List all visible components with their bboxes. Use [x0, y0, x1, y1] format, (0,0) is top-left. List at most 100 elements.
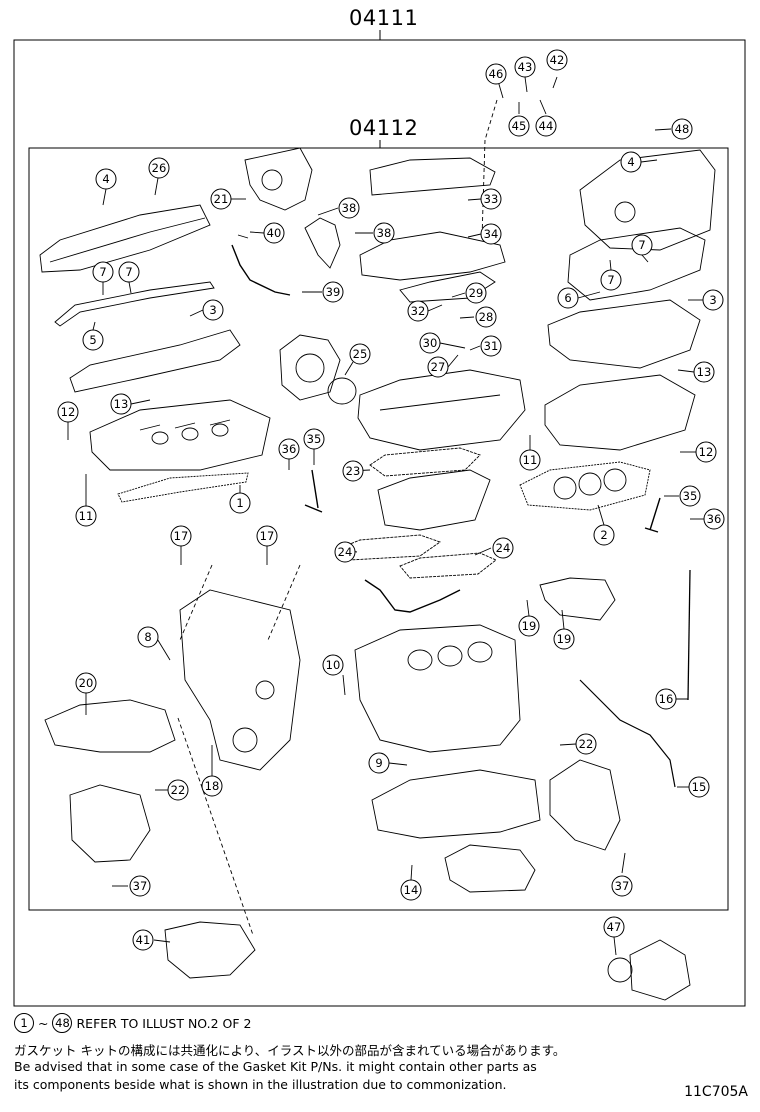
- callout-12-right: 12: [695, 441, 717, 463]
- callout-22-left: 22: [167, 779, 189, 801]
- callout-7-b: 7: [118, 261, 140, 283]
- callout-31: 31: [480, 335, 502, 357]
- callout-24-left: 24: [334, 541, 356, 563]
- callout-26: 26: [148, 157, 170, 179]
- callout-3-left: 3: [202, 299, 224, 321]
- svg-text:22: 22: [579, 737, 594, 751]
- inner-kit-frame: [28, 140, 729, 911]
- svg-text:17: 17: [174, 529, 189, 543]
- callout-37-right: 37: [611, 875, 633, 897]
- callout-29: 29: [465, 282, 487, 304]
- callout-38-a: 38: [338, 197, 360, 219]
- svg-text:27: 27: [431, 360, 446, 374]
- illustration-code: 11C705A: [684, 1084, 748, 1100]
- callout-13-right: 13: [693, 361, 715, 383]
- svg-text:22: 22: [171, 783, 186, 797]
- callouts: 1 2 3 3 4 4 5 6 7 7 7 7 8 9 10 11 11 12 …: [57, 49, 725, 951]
- svg-text:21: 21: [214, 192, 229, 206]
- callout-34: 34: [480, 223, 502, 245]
- refer-text: REFER TO ILLUST NO.2 OF 2: [76, 1015, 252, 1031]
- part-drawings: [39, 147, 716, 1001]
- callout-18: 18: [201, 775, 223, 797]
- callout-30: 30: [419, 332, 441, 354]
- svg-text:10: 10: [326, 658, 341, 672]
- svg-text:39: 39: [326, 285, 341, 299]
- callout-13-left: 13: [110, 393, 132, 415]
- svg-text:23: 23: [346, 464, 361, 478]
- callout-37-left: 37: [129, 875, 151, 897]
- callout-3-right: 3: [702, 289, 724, 311]
- callout-23: 23: [342, 460, 364, 482]
- svg-text:1: 1: [236, 496, 243, 510]
- callout-leaders: [67, 73, 704, 956]
- svg-text:28: 28: [479, 310, 494, 324]
- callout-42: 42: [546, 49, 568, 71]
- svg-text:19: 19: [557, 632, 572, 646]
- callout-45: 45: [508, 115, 530, 137]
- callout-15: 15: [688, 776, 710, 798]
- svg-text:37: 37: [133, 879, 148, 893]
- svg-text:11: 11: [79, 509, 94, 523]
- svg-text:35: 35: [683, 489, 698, 503]
- svg-text:38: 38: [342, 201, 357, 215]
- range-start-badge: 1: [14, 1013, 34, 1033]
- callout-4-right: 4: [620, 151, 642, 173]
- svg-text:38: 38: [377, 226, 392, 240]
- svg-text:7: 7: [125, 265, 132, 279]
- svg-text:44: 44: [539, 119, 554, 133]
- callout-4-left: 4: [95, 168, 117, 190]
- callout-36-right: 36: [703, 508, 725, 530]
- svg-text:7: 7: [638, 238, 645, 252]
- english-note-line-2: its components beside what is shown in t…: [14, 1077, 507, 1092]
- svg-text:33: 33: [484, 192, 499, 206]
- svg-text:41: 41: [136, 933, 151, 947]
- callout-1: 1: [229, 492, 251, 514]
- callout-36-left: 36: [278, 438, 300, 460]
- svg-text:30: 30: [423, 336, 438, 350]
- svg-text:8: 8: [144, 630, 151, 644]
- svg-text:6: 6: [564, 291, 571, 305]
- callout-44: 44: [535, 115, 557, 137]
- callout-39: 39: [322, 281, 344, 303]
- svg-text:19: 19: [522, 619, 537, 633]
- kit-number-inner: 04112: [349, 116, 419, 140]
- svg-text:11: 11: [523, 453, 538, 467]
- svg-text:36: 36: [282, 442, 297, 456]
- svg-text:7: 7: [607, 273, 614, 287]
- svg-text:29: 29: [469, 286, 484, 300]
- callout-40: 40: [263, 222, 285, 244]
- kit-number-outer: 04111: [349, 6, 419, 30]
- callout-8: 8: [137, 626, 159, 648]
- callout-48: 48: [671, 118, 693, 140]
- callout-19-b: 19: [553, 628, 575, 650]
- callout-12-left: 12: [57, 401, 79, 423]
- callout-11-left: 11: [75, 505, 97, 527]
- callout-33: 33: [480, 188, 502, 210]
- svg-text:18: 18: [205, 779, 220, 793]
- callout-17-left: 17: [170, 525, 192, 547]
- svg-text:7: 7: [99, 265, 106, 279]
- callout-7-c: 7: [600, 269, 622, 291]
- svg-text:25: 25: [353, 347, 368, 361]
- outer-kit-frame: [13, 30, 746, 1007]
- callout-16: 16: [655, 688, 677, 710]
- svg-text:9: 9: [375, 756, 382, 770]
- callout-7-a: 7: [92, 261, 114, 283]
- callout-47: 47: [603, 916, 625, 938]
- svg-text:31: 31: [484, 339, 499, 353]
- svg-text:48: 48: [675, 122, 690, 136]
- callout-27: 27: [427, 356, 449, 378]
- callout-22-right: 22: [575, 733, 597, 755]
- callout-21: 21: [210, 188, 232, 210]
- callout-32: 32: [407, 300, 429, 322]
- svg-text:4: 4: [627, 155, 634, 169]
- japanese-note: ガスケット キットの構成には共通化により、イラスト以外の部品が含まれている場合が…: [14, 1043, 566, 1058]
- callout-43: 43: [514, 56, 536, 78]
- callout-9: 9: [368, 752, 390, 774]
- range-separator: ~: [38, 1015, 49, 1031]
- english-note-line-1: Be advised that in some case of the Gask…: [14, 1059, 537, 1074]
- callout-14: 14: [400, 879, 422, 901]
- svg-text:17: 17: [260, 529, 275, 543]
- callout-2: 2: [593, 524, 615, 546]
- callout-28: 28: [475, 306, 497, 328]
